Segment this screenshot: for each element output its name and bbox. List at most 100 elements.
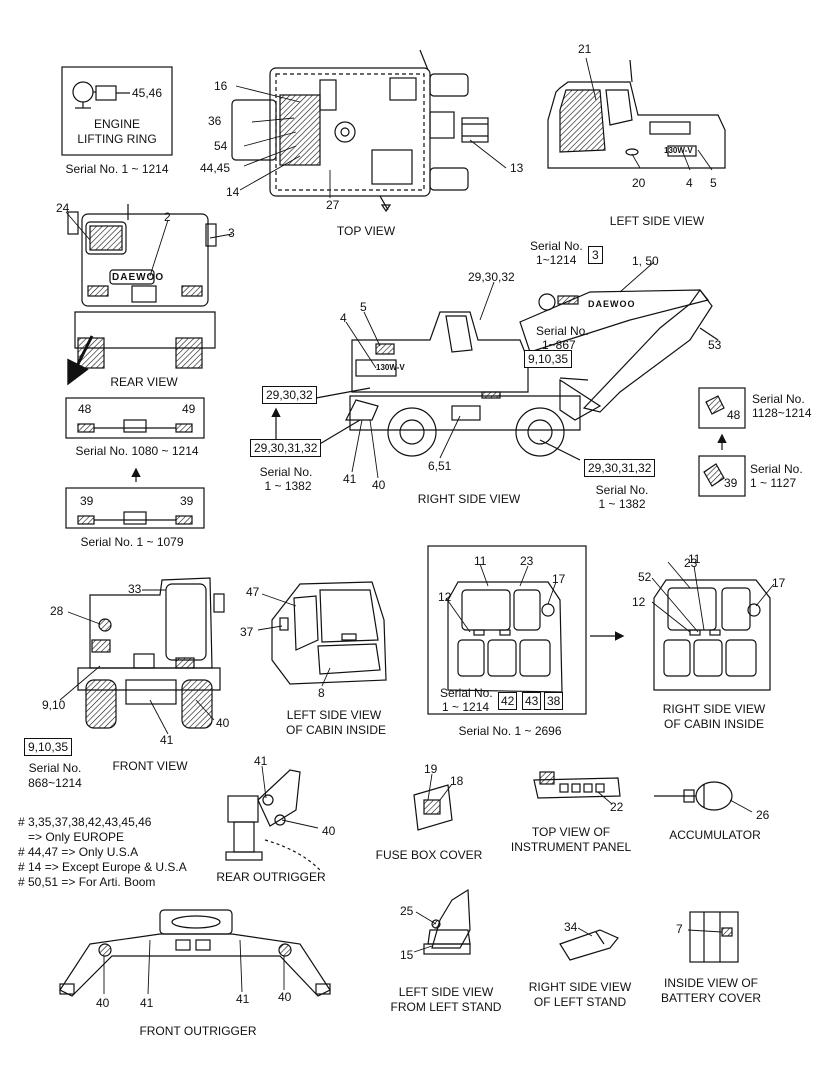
- box-29-30-31-32-left: 29,30,31,32: [250, 439, 322, 457]
- right-side-view-drawing: [345, 288, 713, 457]
- boxed-callout-43: 43: [522, 692, 542, 710]
- callout-25: 25: [400, 904, 414, 918]
- rear-serial-a: Serial No. 1080 ~ 1214: [75, 444, 199, 458]
- engine-ring-label-2: LIFTING RING: [77, 132, 157, 146]
- callout-33: 33: [128, 582, 142, 596]
- callout-3: 3: [228, 226, 235, 240]
- right-cabin-drawing: [653, 579, 771, 691]
- front-view-title: FRONT VIEW: [112, 759, 188, 773]
- callout-40-front: 40: [216, 716, 230, 730]
- serial-left-range: 1 ~ 1382: [264, 479, 312, 493]
- callout-47: 47: [246, 585, 260, 599]
- callout-37: 37: [240, 625, 254, 639]
- serial-mid-label: Serial No.: [536, 324, 589, 338]
- callout-28: 28: [50, 604, 64, 618]
- rear-outrigger-drawing: [225, 769, 321, 871]
- callout-16: 16: [214, 79, 228, 93]
- callout-40-fo-right: 40: [278, 990, 292, 1004]
- callout-6-51: 6,51: [428, 459, 452, 473]
- instrument-panel-drawing: [533, 771, 621, 799]
- callout-39-right: 39: [180, 494, 194, 508]
- callout-26: 26: [756, 808, 770, 822]
- callout-11-mid: 11: [474, 554, 487, 568]
- callout-13: 13: [510, 161, 524, 175]
- right-cabin-title-1: RIGHT SIDE VIEW: [662, 702, 766, 716]
- callout-1-50: 1, 50: [632, 254, 659, 268]
- callout-39-box: 39: [724, 476, 738, 490]
- leader-lines: [59, 57, 775, 995]
- callout-34: 34: [564, 920, 578, 934]
- note-line-3: # 44,47 => Only U.S.A: [18, 845, 139, 859]
- middle-serial-range: 1 ~ 1214: [442, 700, 490, 714]
- callout-39-left: 39: [80, 494, 94, 508]
- callout-48-box: 48: [727, 408, 741, 422]
- callout-17-right: 17: [772, 576, 786, 590]
- callout-45-46: 45,46: [132, 86, 163, 100]
- right-side-view-title: RIGHT SIDE VIEW: [417, 492, 521, 506]
- right-side-model-logo: 130W-V: [376, 363, 405, 372]
- serial-mid-range: 1~867: [542, 338, 576, 352]
- box-9-10-35-right: 9,10,35: [524, 350, 573, 368]
- note-line-2: => Only EUROPE: [28, 830, 125, 844]
- callout-4-right: 4: [340, 311, 347, 325]
- callout-12-mid: 12: [438, 590, 452, 604]
- callout-48-rear: 48: [78, 402, 92, 416]
- engine-ring-label-1: ENGINE: [93, 117, 141, 131]
- callout-27: 27: [326, 198, 340, 212]
- right-stand-drawing: [559, 929, 619, 961]
- serial-right-label: Serial No.: [595, 483, 649, 497]
- boxed-callout-38: 38: [544, 692, 564, 710]
- callout-5-right: 5: [360, 300, 367, 314]
- callout-2: 2: [164, 210, 171, 224]
- middle-serial-label: Serial No.: [440, 686, 493, 700]
- fuse-box-cover-drawing: [413, 784, 453, 831]
- rear-view-logo: DAEWOO: [112, 272, 165, 283]
- front-view-drawing: [77, 577, 225, 729]
- fuse-box-title: FUSE BOX COVER: [375, 848, 483, 862]
- callout-22: 22: [610, 800, 624, 814]
- callout-23-right: 23: [684, 556, 698, 570]
- callout-41-fo-left: 41: [140, 996, 154, 1010]
- left-cabin-title-1: LEFT SIDE VIEW: [286, 708, 382, 722]
- battery-cover-drawing: [689, 911, 739, 963]
- boom-logo: DAEWOO: [588, 299, 636, 309]
- accumulator-title: ACCUMULATOR: [669, 828, 761, 842]
- box-callout-3: 3: [588, 246, 603, 264]
- callout-18: 18: [450, 774, 464, 788]
- callout-9-10: 9,10: [42, 698, 66, 712]
- box-9-10-35-front: 9,10,35: [24, 738, 73, 756]
- callout-14: 14: [226, 185, 240, 199]
- front-serial-label: Serial No.: [28, 761, 82, 775]
- callout-20: 20: [632, 176, 646, 190]
- left-side-model-logo: 130W-V: [664, 146, 693, 155]
- callout-23-mid: 23: [520, 554, 534, 568]
- right-cabin-title-2: OF CABIN INSIDE: [663, 717, 765, 731]
- left-side-view-title: LEFT SIDE VIEW: [609, 214, 705, 228]
- left-stand-title-2: FROM LEFT STAND: [390, 1000, 502, 1014]
- instrument-panel-title-1: TOP VIEW OF: [531, 825, 611, 839]
- callout-24: 24: [56, 201, 70, 215]
- callout-7: 7: [676, 922, 683, 936]
- callout-19: 19: [424, 762, 438, 776]
- callout-15: 15: [400, 948, 414, 962]
- callout-54: 54: [214, 139, 228, 153]
- callout-8: 8: [318, 686, 325, 700]
- callout-17-mid: 17: [552, 572, 566, 586]
- callout-41-fo-right: 41: [236, 992, 250, 1006]
- callout-40-right: 40: [372, 478, 386, 492]
- callout-40-rear-outrigger: 40: [322, 824, 336, 838]
- serial-48-range: 1128~1214: [752, 406, 812, 420]
- callout-41-right: 41: [343, 472, 357, 486]
- serial-48-label: Serial No.: [752, 392, 805, 406]
- note-line-1: # 3,35,37,38,42,43,45,46: [18, 815, 152, 829]
- middle-cabin-caption: Serial No. 1 ~ 2696: [458, 724, 562, 738]
- callout-52: 52: [638, 570, 652, 584]
- right-side-serial-boxes: [271, 327, 746, 497]
- front-serial-range: 868~1214: [28, 776, 82, 790]
- left-cabin-drawing: [271, 581, 387, 685]
- callout-41-rear-outrigger: 41: [254, 754, 268, 768]
- callout-12-right: 12: [632, 595, 646, 609]
- left-side-view-drawing: [547, 59, 726, 169]
- serial-top-label: Serial No.: [530, 239, 583, 253]
